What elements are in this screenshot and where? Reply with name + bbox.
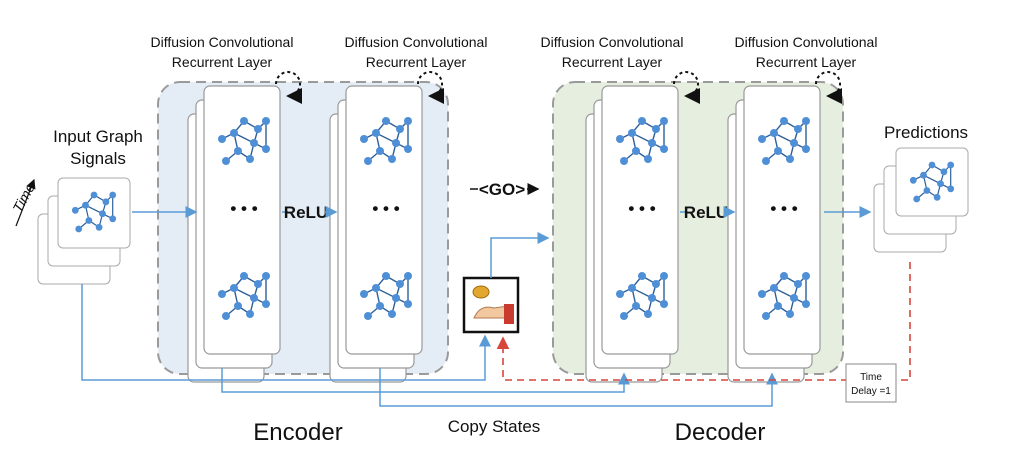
time-delay-box: Time Delay =1 [845,363,897,403]
svg-text:Input Graph: Input Graph [53,127,143,146]
ellipsis-enc2: • • • [372,199,399,218]
svg-text:Diffusion Convolutional: Diffusion Convolutional [735,34,878,50]
encoder-label: Encoder [253,419,342,446]
svg-text:Recurrent Layer: Recurrent Layer [756,54,857,70]
copy-states-label: Copy States [448,417,541,436]
ellipsis-dec2: • • • [770,199,797,218]
svg-text:Time: Time [9,180,38,215]
encoder-layer-2 [330,86,422,382]
coin-flip-icon [462,276,520,334]
layer-title-decoder-2: Diffusion Convolutional Recurrent Layer [735,34,878,70]
decoder-layer-2 [728,86,820,382]
time-delay-feedback [496,262,911,381]
relu-label-decoder: ReLU [684,203,728,222]
svg-text:Recurrent Layer: Recurrent Layer [366,54,467,70]
svg-text:Recurrent Layer: Recurrent Layer [172,54,273,70]
layer-title-encoder-1: Diffusion Convolutional Recurrent Layer [151,34,294,70]
decoder-label: Decoder [675,419,766,446]
sampling-arrow [490,232,550,278]
svg-text:Delay =1: Delay =1 [851,386,891,397]
layer-title-encoder-2: Diffusion Convolutional Recurrent Layer [345,34,488,70]
svg-text:Diffusion Convolutional: Diffusion Convolutional [541,34,684,50]
ellipsis-dec1: • • • [628,199,655,218]
decoder-layer-1 [586,86,678,382]
predictions-stack: Predictions [873,123,969,253]
relu-label-encoder: ReLU [284,203,328,222]
ellipsis-enc1: • • • [230,199,257,218]
svg-text:Time: Time [860,372,882,383]
input-graph-signals: Input Graph Signals Time [9,127,143,285]
layer-title-decoder-1: Diffusion Convolutional Recurrent Layer [541,34,684,70]
svg-text:Signals: Signals [70,149,126,168]
svg-text:Diffusion Convolutional: Diffusion Convolutional [345,34,488,50]
go-token: <GO> [479,180,525,199]
svg-text:Predictions: Predictions [884,123,968,142]
encoder-layer-1 [188,86,280,382]
svg-text:Diffusion Convolutional: Diffusion Convolutional [151,34,294,50]
svg-text:Recurrent Layer: Recurrent Layer [562,54,663,70]
